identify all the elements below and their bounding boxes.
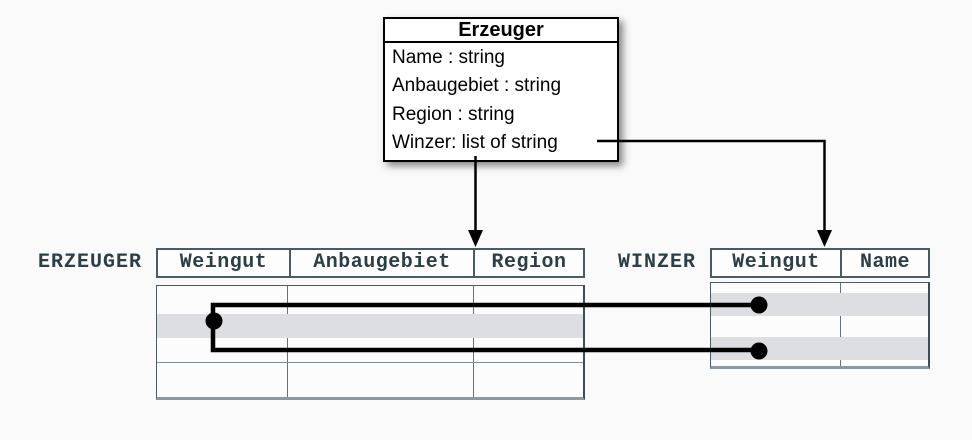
arrow-down-icon [468,230,483,247]
erzeuger-column-divider [287,286,288,397]
arrow-down-icon [817,230,832,247]
erzeuger-header-weingut: Weingut [179,251,268,274]
erzeuger-row-stripe [157,314,583,338]
winzer-row-stripe [711,293,928,316]
class-attribute-name: Name : string [392,47,505,68]
winzer-mapping-arrow-line [597,139,826,233]
erzeuger-column-divider [473,286,474,397]
winzer-table-body [710,282,930,369]
class-attribute-winzer: Winzer: list of string [392,132,558,154]
erzeuger-table-label: ERZEUGER [38,251,143,274]
class-attribute-region: Region : string [392,103,515,125]
class-attribute-list: Name : string Anbaugebiet : string Regio… [385,43,617,160]
winzer-row-stripe [711,337,928,360]
winzer-table-header: Weingut Name [710,248,930,278]
erzeuger-table-header: Weingut Anbaugebiet Region [156,248,585,278]
winzer-table-label: WINZER [618,251,697,274]
erzeuger-header-region: Region [473,250,583,276]
class-attribute-anbaugebiet: Anbaugebiet : string [392,75,562,97]
erzeuger-table-body [156,285,585,400]
erzeuger-header-anbaugebiet: Anbaugebiet [289,250,473,276]
winzer-header-weingut: Weingut [732,251,820,274]
winzer-header-name: Name [840,250,928,276]
winzer-column-divider [840,283,841,366]
class-box-erzeuger: Erzeuger Name : string Anbaugebiet : str… [383,17,619,162]
erzeuger-row-divider [157,362,583,363]
class-title: Erzeuger [385,19,617,43]
